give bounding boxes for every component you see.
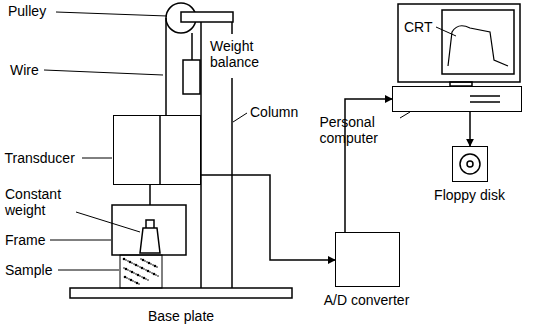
sample-grain [135, 273, 137, 275]
sample-grain [127, 269, 129, 271]
part-label: Column [250, 104, 298, 120]
leader-line [56, 12, 167, 16]
part-label: Pulley [8, 3, 46, 19]
sample-grain [139, 266, 141, 268]
frame [112, 205, 186, 255]
sample-grain [141, 267, 144, 270]
node-label: Personal computer [320, 114, 400, 146]
sample-grain [146, 261, 148, 263]
signal-wire [201, 175, 335, 260]
monitor [398, 4, 520, 82]
sample-grain [151, 272, 153, 274]
sample-grain [129, 261, 132, 264]
sample-grain [124, 276, 127, 279]
sample-grain [145, 269, 147, 271]
sample-grain [143, 268, 145, 270]
leader-line [76, 212, 140, 232]
sample-grain [134, 281, 136, 283]
sample-grain [148, 262, 151, 265]
leader-line [50, 240, 111, 241]
sample-grain [156, 266, 158, 268]
sample-grain [155, 274, 157, 276]
disk-hub [467, 161, 473, 167]
sample-grain [131, 262, 133, 264]
leader-line [82, 158, 112, 159]
sample-grain [135, 264, 138, 267]
weight-balance [183, 60, 200, 94]
leader-line [233, 113, 247, 122]
leader-line [44, 70, 163, 75]
sample-grain [138, 283, 140, 285]
sample-grain [128, 278, 130, 280]
sample-grain [125, 268, 128, 271]
leader-line [58, 270, 119, 271]
base-plate [70, 288, 292, 298]
transducer-divider [159, 115, 161, 185]
rod [149, 185, 151, 205]
sample-grain [145, 278, 147, 280]
sample-grain [152, 264, 154, 266]
sample-grain [137, 274, 140, 277]
part-label: Frame [5, 232, 45, 248]
sample-grain [143, 277, 146, 280]
leader-line [400, 112, 410, 118]
sample [120, 255, 162, 288]
column-line [231, 78, 233, 288]
drive-slot [470, 101, 500, 103]
disk-hole [460, 154, 480, 174]
sample-grain [123, 267, 125, 269]
sample-grain [132, 280, 134, 282]
part-label: Constant weight [5, 186, 80, 218]
sample-grain [130, 279, 133, 282]
sample-grain [153, 273, 156, 276]
sample-grain [131, 271, 134, 274]
wire [165, 18, 167, 115]
sample-grain [136, 282, 139, 285]
sample-grain [140, 258, 142, 260]
part-label: Wire [10, 62, 39, 78]
floppy-disk-box: Floppy disk [452, 146, 488, 182]
node-label: Floppy disk [434, 187, 505, 203]
beam [181, 12, 233, 22]
ad-converter-box: A/D converter [335, 232, 400, 287]
sample-grain [129, 270, 131, 272]
sample-grain [149, 271, 151, 273]
part-label: CRT [404, 19, 433, 35]
node-label: Transducer [5, 150, 75, 166]
sample-grain [125, 259, 127, 261]
wire [191, 33, 193, 60]
sample-grain [144, 260, 146, 262]
sample-grain [126, 277, 128, 279]
leader-line [436, 27, 456, 36]
column-line [231, 22, 233, 34]
sample-grain [133, 263, 135, 265]
transducer-box: Transducer [113, 115, 201, 185]
sample-grain [154, 265, 157, 268]
sample-grain [137, 265, 139, 267]
node-label: A/D converter [324, 292, 410, 308]
sample-grain [141, 276, 143, 278]
sample-grain [123, 258, 126, 261]
sample-grain [147, 279, 149, 281]
sample-grain [127, 260, 129, 262]
sample-grain [142, 259, 145, 262]
crt-curve [448, 26, 508, 66]
sample-grain [133, 272, 135, 274]
computer-box: Personal computer [392, 86, 522, 112]
part-label: Base plate [148, 308, 214, 324]
sample-grain [147, 270, 150, 273]
drive-slot [470, 95, 500, 97]
sample-grain [139, 275, 141, 277]
constant-weight [140, 220, 160, 253]
sample-grain [157, 275, 159, 277]
part-label: Weight balance [210, 38, 270, 70]
crt-screen [442, 10, 514, 74]
sample-grain [150, 263, 152, 265]
signal-wire [469, 112, 471, 146]
part-label: Sample [5, 262, 52, 278]
